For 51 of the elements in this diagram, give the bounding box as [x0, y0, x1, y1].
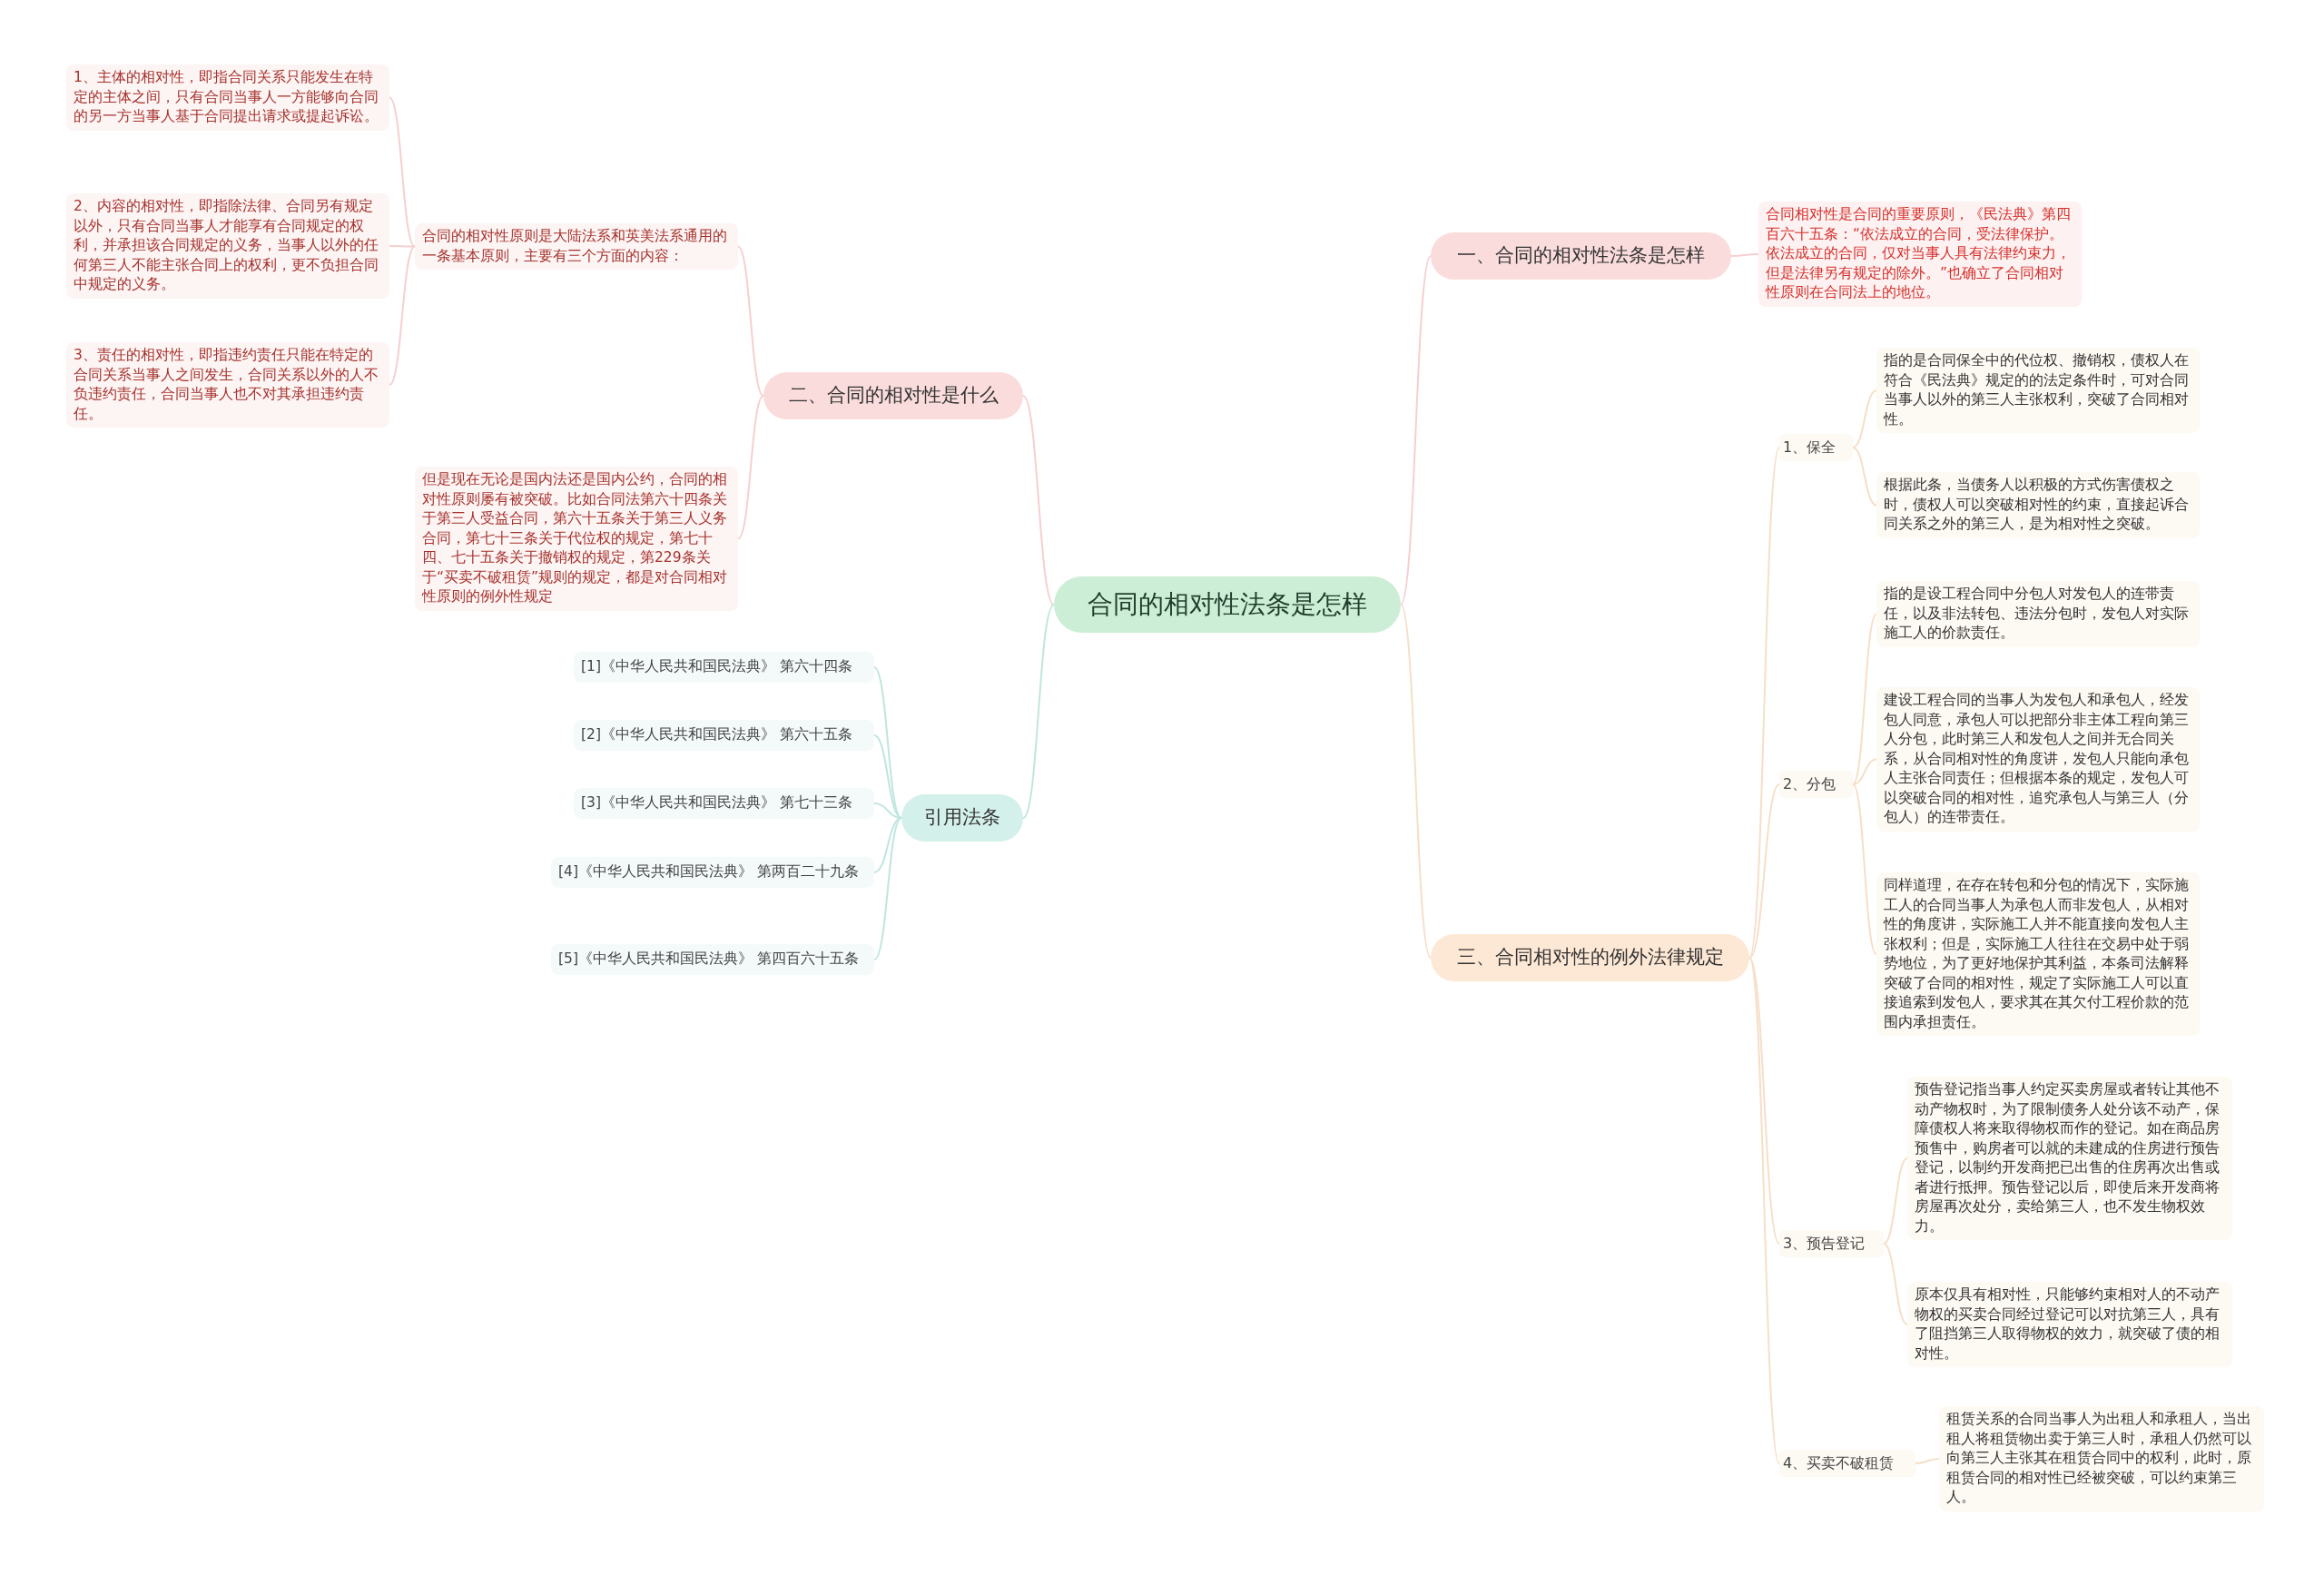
- connector-line: [389, 245, 416, 248]
- subtopic-label: 1、保全: [1779, 434, 1853, 461]
- connector-line: [1748, 783, 1780, 959]
- note-card: 指的是设工程合同中分包人对发包人的连带责任，以及非法转包、违法分包时，发包人对实际施工人的价款责任。: [1876, 581, 2200, 647]
- connector-line: [1748, 957, 1780, 1245]
- connector-line: [1400, 255, 1432, 605]
- citation-card: [4]《中华人民共和国民法典》 第两百二十九条: [551, 857, 874, 888]
- connector-line: [873, 666, 902, 819]
- subtopic-label: 2、分包: [1779, 771, 1853, 798]
- branch-topic: 二、合同的相对性是什么: [763, 372, 1023, 419]
- citation-card: [3]《中华人民共和国民法典》 第七十三条: [574, 788, 874, 819]
- connector-line: [1852, 447, 1877, 507]
- citation-card: [2]《中华人民共和国民法典》 第六十五条: [574, 720, 874, 751]
- connector-line: [873, 734, 902, 819]
- note-card: 合同相对性是合同的重要原则，《民法典》第四百六十五条：“依法成立的合同，受法律保护。依法成立的合同，仅对当事人具有法律约束力，但是法律另有规定的除外。”也确立了合同相对性原则在合同法上的地位。: [1758, 202, 2082, 307]
- connector-line: [1400, 604, 1432, 959]
- note-card: 同样道理，在存在转包和分包的情况下，实际施工人的合同当事人为承包人而非发包人，从相对性的角度讲，实际施工人并不能直接向发包人主张权利；但是，实际施工人往往在交易中处于弱势地位，为了更好地保护其利益，本条司法解释突破了合同的相对性，规定了实际施工人可以直接追索到发包人，要求其在其欠付工程价款的范围内承担责任。: [1876, 872, 2200, 1036]
- note-card: 2、内容的相对性，即指除法律、合同另有规定以外，只有合同当事人才能享有合同规定的权利，并承担该合同规定的义务，当事人以外的任何第三人不能主张合同上的权利，更不负担合同中规定的义务。: [66, 193, 389, 299]
- connector-line: [1883, 1243, 1908, 1325]
- connector-line: [873, 817, 902, 960]
- note-card: 根据此条，当债务人以积极的方式伤害债权之时，债权人可以突破相对性的约束，直接起诉合同关系之外的第三人，是为相对性之突破。: [1876, 472, 2200, 538]
- connector-line: [1022, 395, 1055, 605]
- note-card: 预告登记指当事人约定买卖房屋或者转让其他不动产物权时，为了限制债务人处分该不动产，保障债权人将来取得物权而作的登记。如在商品房预售中，购房者可以就的未建成的住房进行预告登记，以制约开发商把已出售的住房再次出售或者进行抵押。预告登记以后，即使后来开发商将房屋再次处分，卖给第三人，也不发生物权效力。: [1907, 1077, 2232, 1240]
- note-card: 3、责任的相对性，即指违约责任只能在特定的合同关系当事人之间发生，合同关系以外的人不负违约责任，合同当事人也不对其承担违约责任。: [66, 342, 389, 428]
- connector-line: [1883, 1157, 1908, 1245]
- connector-line: [1852, 613, 1877, 785]
- subtopic-label: 4、买卖不破租赁: [1779, 1450, 1915, 1477]
- connector-line: [1852, 758, 1877, 785]
- connector-line: [1022, 604, 1055, 819]
- note-card: 租赁关系的合同当事人为出租人和承租人，当出租人将租赁物出卖于第三人时，承租人仍然可以向第三人主张其在租赁合同中的权利，此时，原租赁合同的相对性已经被突破，可以约束第三人。: [1939, 1406, 2264, 1511]
- connector-line: [1852, 783, 1877, 955]
- note-card: 但是现在无论是国内法还是国内公约，合同的相对性原则屡有被突破。比如合同法第六十四条关于第三人受益合同，第六十五条关于第三人义务合同，第七十三条关于代位权的规定，第七十四、七十五条关于撤销权的规定，第229条关于“买卖不破租赁”规则的规定，都是对合同相对性原则的例外性规定: [415, 467, 738, 611]
- branch-topic: 一、合同的相对性法条是怎样: [1431, 232, 1731, 280]
- note-card: 原本仅具有相对性，只能够约束相对人的不动产物权的买卖合同经过登记可以对抗第三人，具有了阻挡第三人取得物权的效力，就突破了债的相对性。: [1907, 1282, 2232, 1367]
- connector-line: [389, 96, 416, 248]
- connector-line: [737, 395, 764, 540]
- note-card: 建设工程合同的当事人为发包人和承包人，经发包人同意，承包人可以把部分非主体工程向第三人分包，此时第三人和发包人之间并无合同关系，从合同相对性的角度讲，发包人只能向承包人主张合同责任；但根据本条的规定，发包人可以突破合同的相对性，追究承包人与第三人（分包人）的连带责任。: [1876, 687, 2200, 832]
- connector-line: [1915, 1458, 1940, 1464]
- branch-topic: 引用法条: [901, 794, 1023, 842]
- connector-line: [1730, 253, 1759, 257]
- subtopic-label: 3、预告登记: [1779, 1230, 1884, 1257]
- connector-line: [389, 245, 416, 386]
- citation-card: [1]《中华人民共和国民法典》 第六十四条: [574, 652, 874, 683]
- note-card: 合同的相对性原则是大陆法系和英美法系通用的一条基本原则，主要有三个方面的内容：: [415, 223, 738, 270]
- citation-card: [5]《中华人民共和国民法典》 第四百六十五条: [551, 944, 874, 975]
- central-topic: 合同的相对性法条是怎样: [1054, 576, 1401, 633]
- connector-line: [737, 245, 764, 397]
- branch-topic: 三、合同相对性的例外法律规定: [1431, 934, 1749, 981]
- note-card: 指的是合同保全中的代位权、撤销权，债权人在符合《民法典》规定的的法定条件时，可对合同当事人以外的第三人主张权利，突破了合同相对性。: [1876, 348, 2200, 433]
- connector-line: [1852, 389, 1877, 448]
- note-card: 1、主体的相对性，即指合同关系只能发生在特定的主体之间，只有合同当事人一方能够向合同的另一方当事人基于合同提出请求或提起诉讼。: [66, 64, 389, 131]
